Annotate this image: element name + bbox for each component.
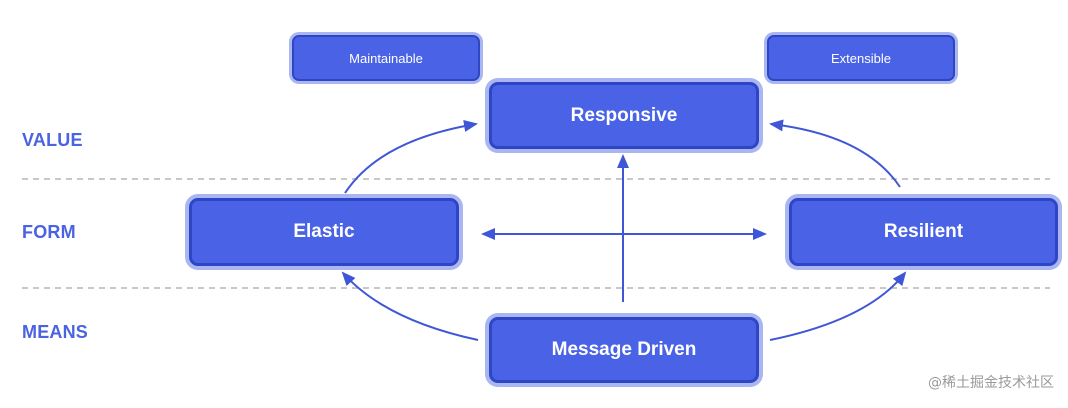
node-responsive: Responsive [489,82,759,149]
arrow-resilient-to-responsive [769,119,901,188]
row-label-means: MEANS [22,322,89,342]
watermark: @稀土掘金技术社区 [928,375,1054,391]
node-resilient: Resilient [789,198,1058,266]
arrow-message-driven-to-elastic [341,271,479,341]
node-maintainable: Maintainable [292,35,480,81]
row-label-value: VALUE [22,130,83,150]
row-label-form: FORM [22,222,76,242]
node-message-driven: Message Driven [489,317,759,383]
node-elastic: Elastic [189,198,459,266]
node-extensible: Extensible [767,35,955,81]
arrow-message-driven-to-resilient [769,271,907,341]
arrow-elastic-to-responsive [344,120,478,194]
